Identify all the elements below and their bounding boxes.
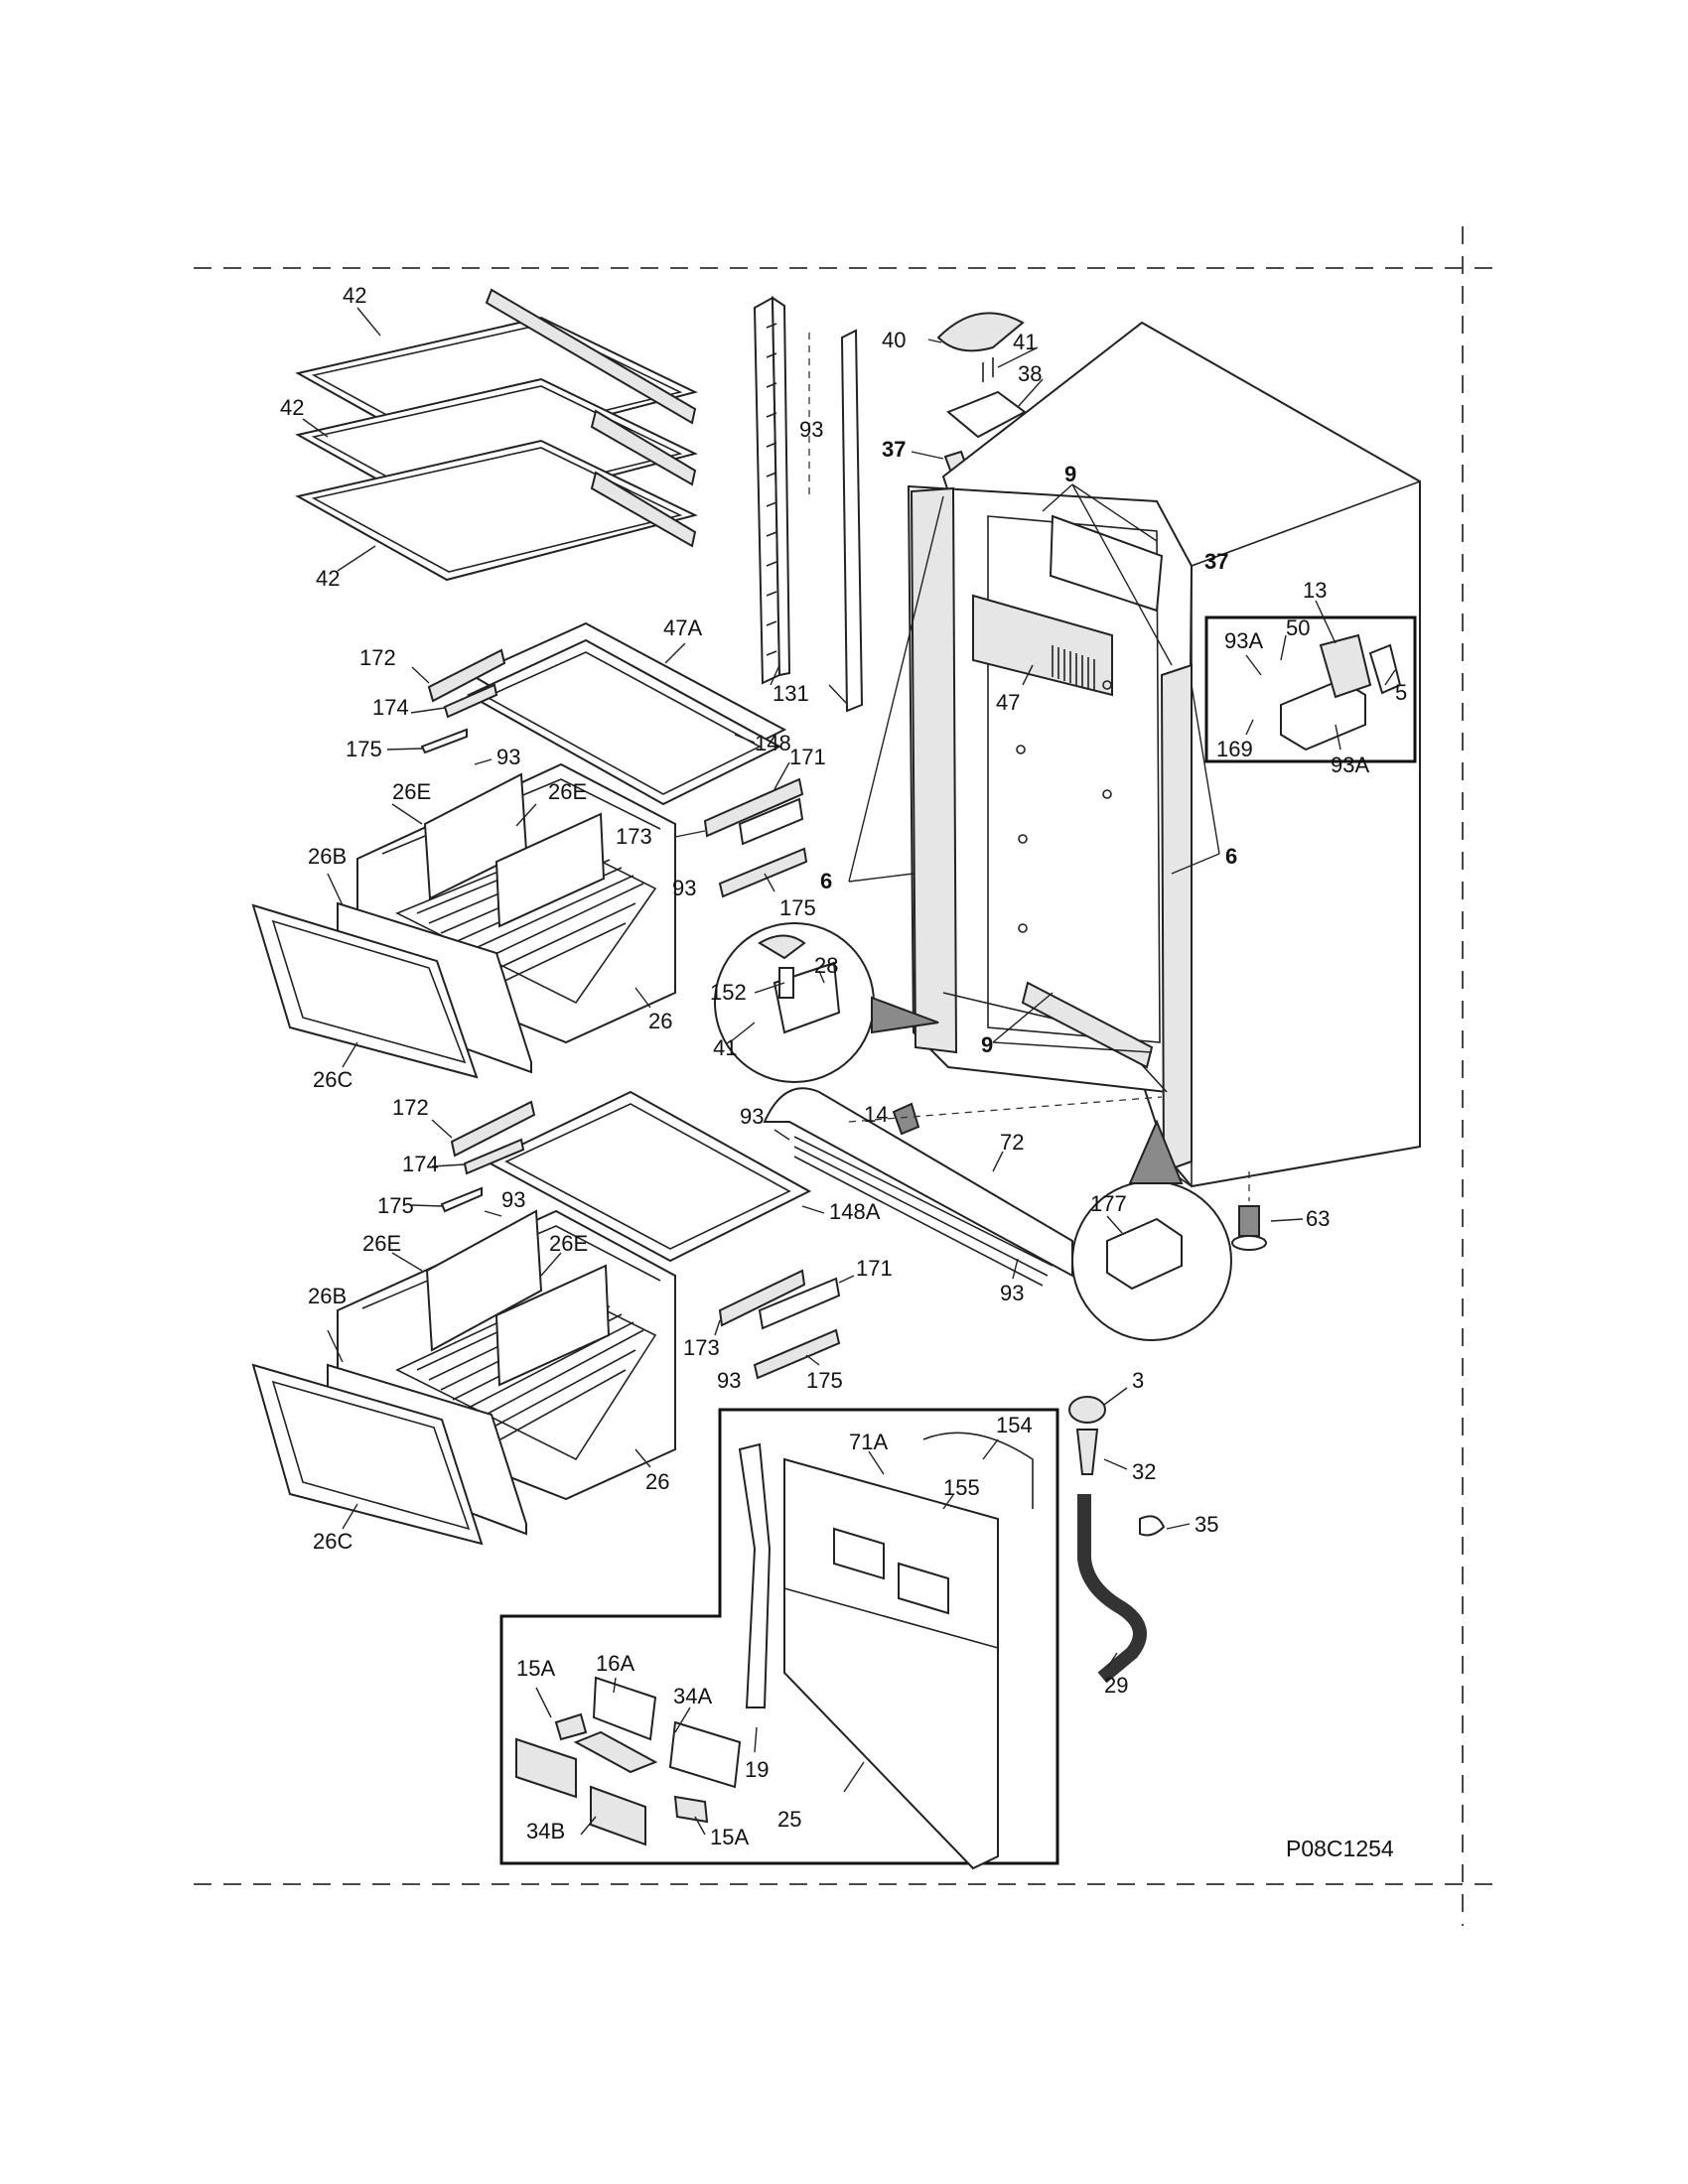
label-93A: 93A	[1224, 628, 1263, 653]
leveling-leg	[1231, 1171, 1304, 1251]
label-26C: 26C	[313, 1529, 352, 1554]
label-175: 175	[346, 737, 382, 761]
lower-crisper-drawer	[251, 1209, 676, 1546]
label-171: 171	[789, 745, 826, 769]
upper-crisper-rails	[654, 761, 808, 898]
toe-grille	[763, 1087, 1163, 1287]
label-26B: 26B	[308, 844, 347, 869]
label-93A: 93A	[1331, 752, 1369, 777]
label-175: 175	[806, 1368, 843, 1393]
label-29: 29	[1104, 1673, 1128, 1698]
label-35: 35	[1195, 1512, 1218, 1537]
label-154: 154	[996, 1413, 1033, 1437]
label-72: 72	[1000, 1130, 1024, 1155]
label-93: 93	[717, 1368, 741, 1393]
label-171: 171	[856, 1256, 893, 1281]
label-15A: 15A	[516, 1656, 555, 1681]
lower-crisper-cover-assembly	[411, 1090, 825, 1263]
label-93: 93	[1000, 1281, 1024, 1305]
label-177: 177	[1090, 1191, 1127, 1216]
label-47: 47	[996, 690, 1020, 715]
diagram-border	[194, 226, 1499, 1926]
door-switch	[892, 1102, 920, 1136]
label-172: 172	[359, 645, 396, 670]
label-37: 37	[1204, 549, 1228, 574]
label-148A: 148A	[829, 1199, 881, 1224]
glass-shelves	[295, 288, 698, 582]
label-19: 19	[745, 1757, 769, 1782]
label-175: 175	[779, 895, 816, 920]
shelf-ladder-rails	[753, 296, 864, 713]
label-93: 93	[799, 417, 823, 442]
label-16A: 16A	[596, 1651, 634, 1676]
label-41: 41	[713, 1035, 737, 1060]
label-9: 9	[1064, 462, 1076, 486]
light-housing-inset	[499, 1408, 1059, 1870]
label-169: 169	[1216, 737, 1253, 761]
label-40: 40	[882, 328, 906, 352]
label-93: 93	[501, 1187, 525, 1212]
label-173: 173	[616, 824, 652, 849]
label-174: 174	[402, 1152, 439, 1176]
label-5: 5	[1395, 680, 1407, 705]
label-155: 155	[943, 1475, 980, 1500]
lower-crisper-rails	[714, 1269, 855, 1380]
crisper-cover-assembly	[386, 621, 787, 806]
label-26E: 26E	[362, 1231, 401, 1256]
label-26: 26	[648, 1009, 672, 1033]
label-42: 42	[343, 283, 366, 308]
label-14: 14	[864, 1102, 888, 1127]
label-6: 6	[1225, 844, 1237, 869]
upper-crisper-drawer	[251, 762, 676, 1079]
label-3: 3	[1132, 1368, 1144, 1393]
fan-motor-inset	[1204, 600, 1417, 763]
label-152: 152	[710, 980, 747, 1005]
label-25: 25	[777, 1807, 801, 1832]
drain-assembly	[1068, 1387, 1191, 1684]
drawing-code: P08C1254	[1286, 1836, 1394, 1861]
label-131: 131	[773, 681, 809, 706]
label-175: 175	[377, 1193, 414, 1218]
label-26E: 26E	[392, 779, 431, 804]
label-41: 41	[1013, 330, 1037, 354]
label-34B: 34B	[526, 1819, 565, 1843]
label-174: 174	[372, 695, 409, 720]
lower-hinge-inset	[714, 922, 939, 1083]
cabinet-liner	[848, 321, 1421, 1188]
label-93: 93	[672, 876, 696, 900]
label-50: 50	[1286, 615, 1310, 640]
label-34A: 34A	[673, 1684, 712, 1708]
wiring-inset	[1071, 1119, 1232, 1341]
label-26E: 26E	[548, 779, 587, 804]
label-26B: 26B	[308, 1284, 347, 1308]
label-38: 38	[1018, 361, 1042, 386]
label-26C: 26C	[313, 1067, 352, 1092]
label-47A: 47A	[663, 615, 702, 640]
label-15A: 15A	[710, 1825, 749, 1849]
label-28: 28	[814, 953, 838, 978]
label-13: 13	[1303, 578, 1327, 603]
label-42: 42	[280, 395, 304, 420]
label-6: 6	[820, 869, 832, 893]
label-63: 63	[1306, 1206, 1330, 1231]
label-93: 93	[740, 1104, 764, 1129]
label-42: 42	[316, 566, 340, 591]
label-71A: 71A	[849, 1430, 888, 1454]
label-173: 173	[683, 1335, 720, 1360]
label-148: 148	[755, 731, 791, 755]
part-labels: 42 42 42 47A 172 174 175 93 148 26E 26E …	[280, 283, 1407, 1849]
label-9: 9	[981, 1032, 993, 1057]
label-26E: 26E	[549, 1231, 588, 1256]
label-37: 37	[882, 437, 906, 462]
label-26: 26	[645, 1469, 669, 1494]
label-32: 32	[1132, 1459, 1156, 1484]
label-172: 172	[392, 1095, 429, 1120]
label-93: 93	[496, 745, 520, 769]
